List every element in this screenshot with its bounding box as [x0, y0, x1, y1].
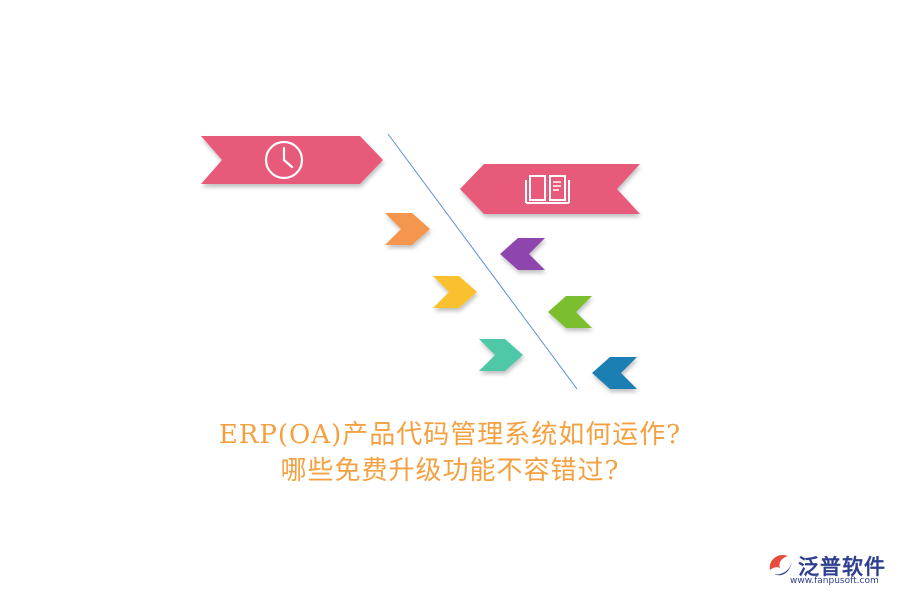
left-chevrons — [500, 238, 637, 389]
chevron-blue — [592, 357, 637, 389]
chevron-purple — [500, 238, 545, 270]
logo-url: www.fanpusoft.com — [790, 576, 879, 586]
chevron-green — [548, 296, 592, 328]
left-banner — [201, 136, 383, 184]
chevron-yellow — [433, 276, 477, 308]
title-line-2: 哪些免费升级功能不容错过? — [280, 456, 620, 486]
logo-name: 泛普软件 — [798, 555, 886, 579]
right-chevrons — [385, 213, 523, 371]
logo-mark-icon — [769, 554, 792, 576]
chevron-teal — [479, 339, 523, 371]
title-line-1: ERP(OA)产品代码管理系统如何运作? — [218, 420, 682, 450]
diagonal-divider — [387, 133, 578, 390]
brand-logo: 泛普软件 www.fanpusoft.com — [766, 548, 896, 594]
chevron-orange — [385, 213, 430, 245]
book-icon — [525, 175, 570, 204]
clock-icon — [264, 140, 304, 180]
right-banner — [460, 164, 640, 214]
